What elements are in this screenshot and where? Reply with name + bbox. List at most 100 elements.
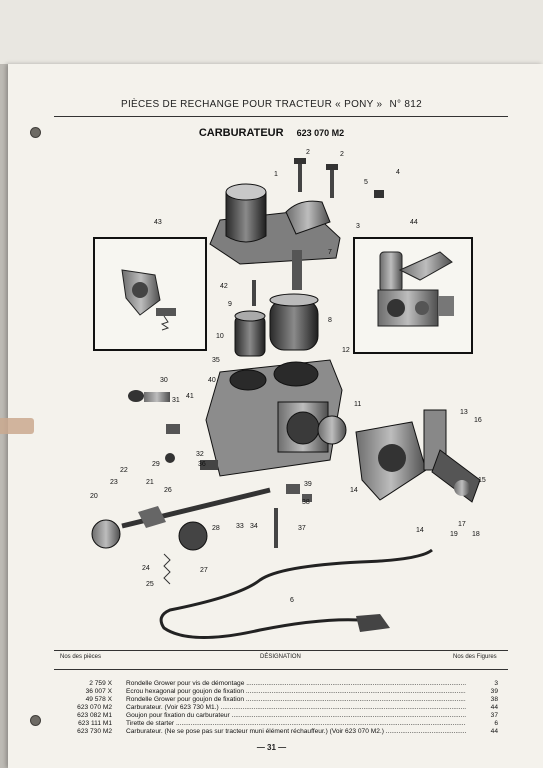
callout-37: 37 [298, 525, 306, 532]
part-desig: Carburateur. (Voir 623 730 M1.) [126, 704, 466, 712]
part-ref: 36 007 X [85, 688, 112, 695]
header-rule [54, 116, 508, 117]
part-fig: 3 [476, 680, 498, 688]
cover-screws [294, 158, 384, 198]
callout-16: 16 [474, 417, 482, 424]
part-ref: 49 578 X [85, 696, 112, 703]
page-number: — 31 — [256, 743, 287, 752]
needle-valve-7 [292, 250, 302, 290]
callout-25: 25 [146, 581, 154, 588]
part-ref: 623 730 M2 [77, 728, 112, 735]
header-text: PIÈCES DE RECHANGE POUR TRACTEUR « PONY … [120, 99, 383, 110]
side-cover [355, 409, 447, 501]
studs [274, 484, 312, 548]
carburetor-body [205, 359, 347, 477]
callout-11: 11 [354, 401, 361, 408]
table-top-rule [54, 650, 508, 651]
callout-15: 15 [478, 477, 486, 484]
part-fig: 37 [476, 712, 498, 720]
part-fig: 44 [476, 704, 498, 712]
jet-parts [128, 390, 218, 470]
table-row: 36 007 X Ecrou hexagonal pour goujon de … [58, 688, 498, 696]
callout-39: 39 [304, 481, 312, 488]
binder-hole [30, 715, 41, 726]
spring-25 [163, 553, 171, 585]
col-header-desig: DÉSIGNATION [260, 654, 301, 660]
callout-7: 7 [328, 249, 332, 256]
part-desig: Carburateur. (Ne se pose pas sur tracteu… [126, 728, 466, 736]
table-row: 623 111 M1 Tirette de starter 6 [58, 720, 498, 728]
callout-14: 14 [350, 487, 358, 494]
title-name: CARBURATEUR [198, 127, 284, 139]
table-header-rule [54, 669, 508, 670]
part-desig: Tirette de starter [126, 720, 466, 728]
carburetor-cover [209, 183, 341, 265]
callout-24: 24 [142, 565, 150, 572]
callout-20: 20 [90, 493, 98, 500]
callout-labels: 1 2 2 3 4 5 6 7 8 9 10 11 12 13 14 14 15… [90, 149, 486, 604]
header-number: N° 812 [389, 99, 422, 110]
page-title: CARBURATEUR 623 070 M2 [0, 127, 543, 139]
part-desig: Ecrou hexagonal pour goujon de fixation [126, 688, 466, 696]
starter-lever-detail [121, 269, 176, 331]
callout-19: 19 [450, 531, 458, 538]
callout-9: 9 [228, 301, 232, 308]
callout-40: 40 [208, 377, 216, 384]
callout-29: 29 [152, 461, 160, 468]
choke-cable [159, 548, 433, 640]
callout-28: 28 [212, 525, 220, 532]
callout-10: 10 [216, 333, 224, 340]
scan-background [0, 0, 543, 64]
carburetor-assembly-detail [377, 251, 454, 327]
callout-33: 33 [236, 523, 244, 530]
throttle-lever [431, 449, 481, 503]
callout-42: 42 [220, 283, 228, 290]
callout-26: 26 [164, 487, 172, 494]
binder-hole [30, 127, 41, 138]
callout-30: 30 [160, 377, 168, 384]
part-ref: 623 082 M1 [77, 712, 112, 719]
callout-14b: 14 [416, 527, 424, 534]
float-small [234, 310, 266, 357]
table-row: 623 070 M2 Carburateur. (Voir 623 730 M1… [58, 704, 498, 712]
callout-12: 12 [342, 347, 350, 354]
callout-18: 18 [472, 531, 480, 538]
needle-42 [252, 280, 256, 306]
callout-35: 35 [212, 357, 220, 364]
callout-27: 27 [200, 567, 208, 574]
title-ref: 623 070 M2 [296, 128, 345, 138]
part-fig: 6 [476, 720, 498, 728]
callout-13: 13 [460, 409, 468, 416]
callout-32: 32 [196, 451, 204, 458]
callout-2b: 2 [340, 151, 344, 158]
table-row: 49 578 X Rondelle Grower pour goujon de … [58, 696, 498, 704]
callout-23: 23 [110, 479, 118, 486]
callout-1: 1 [274, 171, 278, 178]
callout-31: 31 [172, 397, 180, 404]
part-fig: 44 [476, 728, 498, 736]
callout-36: 36 [198, 461, 206, 468]
part-ref: 2 759 X [89, 680, 112, 687]
page-tab [0, 418, 34, 434]
part-ref: 623 111 M1 [78, 720, 112, 727]
part-fig: 39 [476, 688, 498, 696]
col-header-fig: Nos des Figures [453, 654, 497, 660]
callout-43: 43 [154, 219, 162, 226]
callout-22: 22 [120, 467, 128, 474]
callout-17: 17 [458, 521, 466, 528]
col-header-ref: Nos des pièces [60, 654, 102, 660]
table-row: 2 759 X Rondelle Grower pour vis de démo… [58, 680, 498, 688]
callout-3: 3 [356, 223, 360, 230]
part-desig: Rondelle Grower pour vis de démontage [126, 680, 466, 688]
page-header: PIÈCES DE RECHANGE POUR TRACTEUR « PONY … [0, 99, 543, 110]
table-row: 623 082 M1 Goujon pour fixation du carbu… [58, 712, 498, 720]
part-ref: 623 070 M2 [77, 704, 112, 711]
callout-44: 44 [410, 219, 418, 226]
part-desig: Rondelle Grower pour goujon de fixation [126, 696, 466, 704]
callout-4: 4 [396, 169, 400, 176]
callout-34: 34 [250, 523, 258, 530]
throttle-shaft [91, 487, 271, 551]
callout-21: 21 [146, 479, 154, 486]
callout-2: 2 [306, 149, 310, 156]
callout-8: 8 [328, 317, 332, 324]
